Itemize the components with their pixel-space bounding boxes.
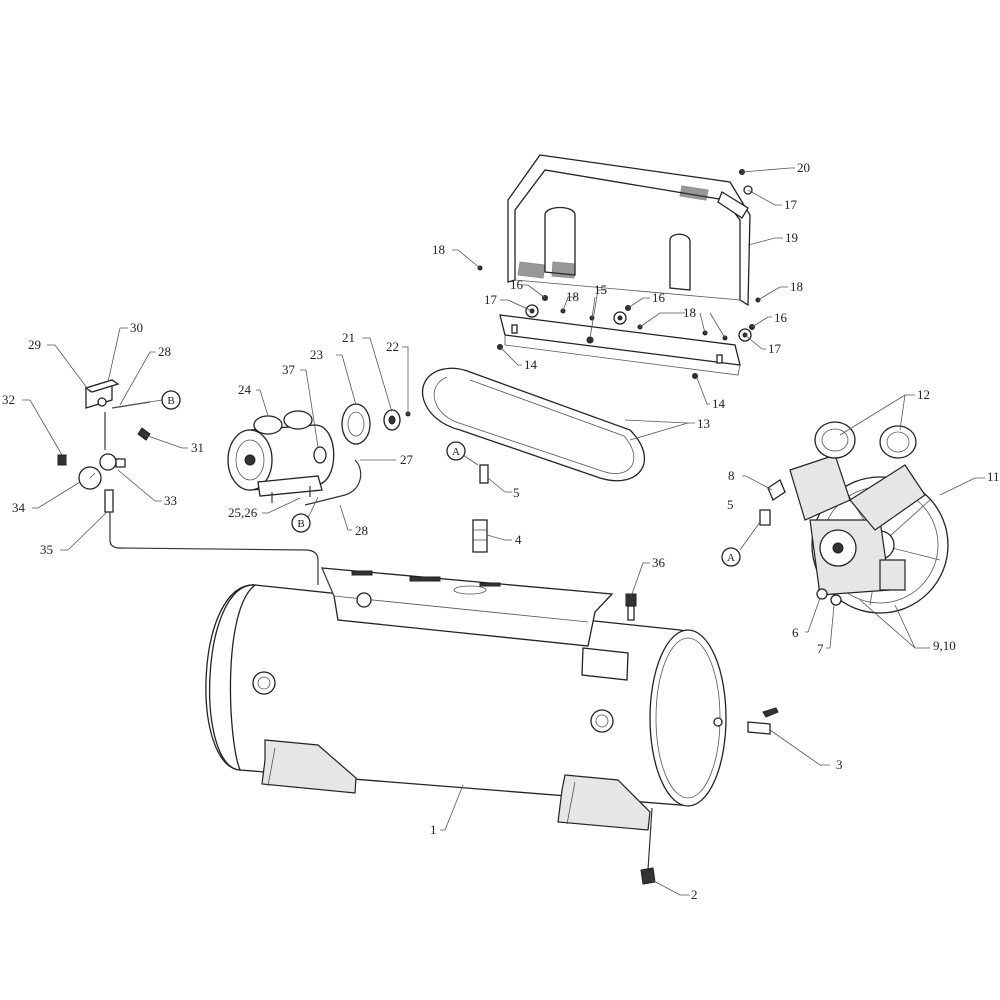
label-30: 30 xyxy=(130,320,143,335)
label-28-motor: 28 xyxy=(355,523,368,538)
connector-a-top: A xyxy=(452,446,460,458)
compressor-pump xyxy=(759,421,949,614)
label-17-left: 17 xyxy=(484,292,498,307)
label-18-right: 18 xyxy=(790,279,803,294)
label-12: 12 xyxy=(917,387,930,402)
label-33: 33 xyxy=(164,493,177,508)
label-31: 31 xyxy=(191,440,204,455)
label-2: 2 xyxy=(691,887,698,902)
label-23: 23 xyxy=(310,347,323,362)
connector-a-pump: A xyxy=(727,552,735,564)
label-1: 1 xyxy=(430,822,437,837)
label-27: 27 xyxy=(400,452,414,467)
guard-bracket xyxy=(499,314,741,376)
label-24: 24 xyxy=(238,382,252,397)
label-25-26: 25,26 xyxy=(228,505,258,520)
label-8: 8 xyxy=(728,468,735,483)
motor-pulley xyxy=(341,403,411,445)
label-13: 13 xyxy=(697,416,710,431)
belt-guard xyxy=(507,154,751,307)
hardware-set xyxy=(477,169,761,379)
label-35: 35 xyxy=(40,542,53,557)
label-7: 7 xyxy=(817,641,824,656)
label-17-right: 17 xyxy=(768,341,782,356)
label-11: 11 xyxy=(987,469,1000,484)
label-16-right: 16 xyxy=(774,310,788,325)
label-14-left: 14 xyxy=(524,357,538,372)
label-36: 36 xyxy=(652,555,666,570)
label-9-10: 9,10 xyxy=(933,638,956,653)
air-tank xyxy=(205,567,779,885)
label-18-bracket-right: 18 xyxy=(683,305,696,320)
label-37: 37 xyxy=(282,362,296,377)
connector-b-motor: B xyxy=(297,518,304,530)
label-6: 6 xyxy=(792,625,799,640)
label-28-switch: 28 xyxy=(158,344,171,359)
label-20: 20 xyxy=(797,160,810,175)
connector-b-switch: B xyxy=(167,395,174,407)
label-17-top: 17 xyxy=(784,197,798,212)
pressure-switch-assembly xyxy=(57,379,319,585)
label-21: 21 xyxy=(342,330,355,345)
label-19: 19 xyxy=(785,230,798,245)
label-16-left: 16 xyxy=(510,277,524,292)
label-5-top: 5 xyxy=(513,485,520,500)
label-32: 32 xyxy=(2,392,15,407)
electric-motor xyxy=(227,410,362,506)
label-29: 29 xyxy=(28,337,41,352)
v-belt xyxy=(422,367,645,482)
label-4: 4 xyxy=(515,532,522,547)
tank-fittings xyxy=(472,464,489,553)
label-3: 3 xyxy=(836,757,843,772)
label-15: 15 xyxy=(594,282,607,297)
label-34: 34 xyxy=(12,500,26,515)
leader-lines xyxy=(22,167,985,896)
connector-markers: A A B B xyxy=(161,390,741,567)
label-18-left: 18 xyxy=(432,242,445,257)
label-16-mid: 16 xyxy=(652,290,666,305)
part-number-labels: 1 2 3 4 5 5 6 7 8 9,10 11 12 13 14 14 15… xyxy=(2,160,1000,902)
label-14-right: 14 xyxy=(712,396,726,411)
label-5-pump: 5 xyxy=(727,497,734,512)
label-18-bracket-left: 18 xyxy=(566,289,579,304)
label-22: 22 xyxy=(386,339,399,354)
